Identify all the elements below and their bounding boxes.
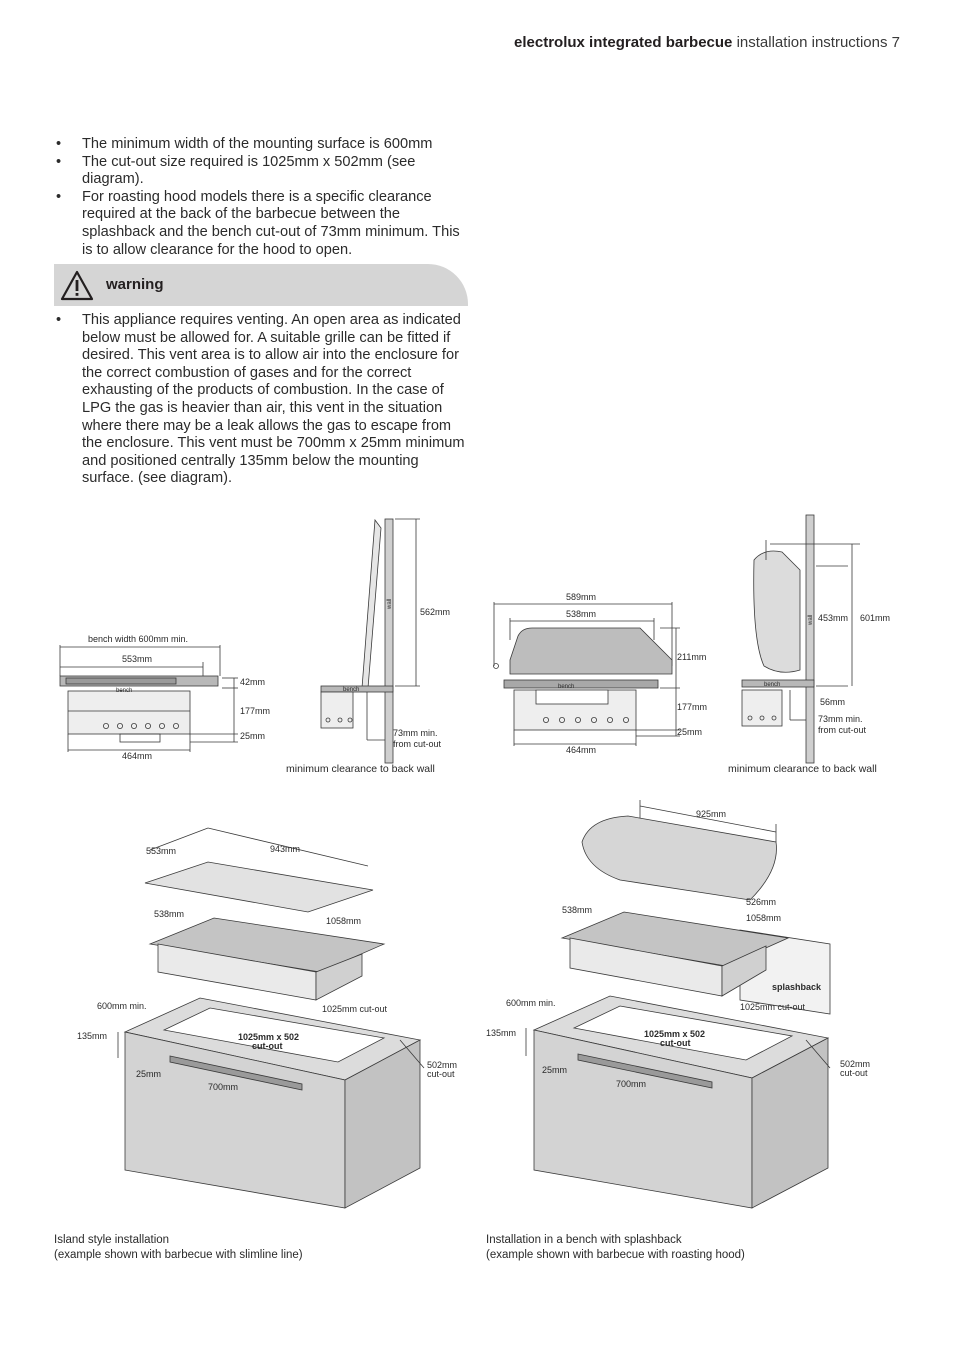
dim-bbq-538: 538mm	[562, 905, 592, 915]
diagram-hood-side	[741, 514, 860, 764]
dim-lid-943: 943mm	[270, 844, 300, 854]
bullet-item: For roasting hood models there is a spec…	[54, 189, 474, 259]
caption-clearance-left: minimum clearance to back wall	[286, 763, 435, 775]
cutout-label-line2: cut-out	[252, 1041, 283, 1051]
warning-label: warning	[106, 276, 164, 293]
warning-triangle-icon	[60, 270, 94, 301]
dim-56: 56mm	[820, 697, 845, 707]
dim-cutout-1025: 1025mm cut-out	[322, 1004, 388, 1014]
label-splashback: splashback	[772, 982, 822, 992]
dim-700: 700mm	[208, 1082, 238, 1092]
dim-453: 453mm	[818, 613, 848, 623]
dim-lid-553: 553mm	[146, 846, 176, 856]
dim-25: 25mm	[136, 1069, 161, 1079]
dim-177: 177mm	[240, 706, 270, 716]
bullet-item: The cut-out size required is 1025mm x 50…	[54, 154, 474, 189]
dim-135: 135mm	[77, 1031, 107, 1041]
dim-700: 700mm	[616, 1079, 646, 1089]
clearance-73-line1: 73mm min.	[393, 728, 438, 738]
label-wall: wall	[387, 599, 393, 610]
diagram-slimline-front	[59, 645, 238, 752]
diagram-island-installation	[117, 827, 425, 1209]
header-section: installation instructions 7	[736, 34, 900, 51]
diagram-slimline-side	[320, 518, 420, 764]
dim-464: 464mm	[122, 751, 152, 761]
dim-601: 601mm	[860, 613, 890, 623]
dim-502: 502mm	[427, 1060, 457, 1070]
header-brand: electrolux integrated barbecue	[514, 34, 733, 51]
dim-538: 538mm	[566, 609, 596, 619]
clearance-73-line2: from cut-out	[818, 725, 867, 735]
label-bench: bench	[116, 688, 132, 694]
dim-502: 502mm	[840, 1059, 870, 1069]
dim-502-cutout: cut-out	[840, 1068, 868, 1078]
clearance-73-line1: 73mm min.	[818, 714, 863, 724]
dim-211: 211mm	[677, 652, 706, 662]
diagram-bench-splashback-installation	[525, 800, 831, 1209]
dim-589: 589mm	[566, 592, 596, 602]
bullet-list-top: The minimum width of the mounting surfac…	[54, 136, 474, 259]
caption-island-line2: (example shown with barbecue with slimli…	[54, 1249, 303, 1261]
dim-177: 177mm	[677, 702, 707, 712]
dim-42: 42mm	[240, 677, 265, 687]
bullet-item: The minimum width of the mounting surfac…	[54, 136, 474, 154]
caption-bench: Installation in a bench with splashback …	[486, 1233, 745, 1263]
caption-island-line1: Island style installation	[54, 1234, 170, 1246]
cutout-label-line1: 1025mm x 502	[644, 1029, 705, 1039]
label-bench: bench	[558, 684, 574, 690]
warning-banner: warning	[54, 264, 468, 306]
label-bench: bench	[343, 687, 359, 693]
bullet-item: This appliance requires venting. An open…	[54, 312, 470, 488]
caption-clearance-right: minimum clearance to back wall	[728, 763, 877, 775]
dim-502-cutout: cut-out	[427, 1069, 455, 1079]
dim-bbq-1058: 1058mm	[746, 913, 781, 923]
dim-bench-width: bench width 600mm min.	[88, 634, 188, 644]
diagram-hood-front	[493, 602, 680, 746]
dim-hood-925: 925mm	[696, 809, 726, 819]
dim-562: 562mm	[420, 607, 450, 617]
dim-464: 464mm	[566, 745, 596, 755]
dim-hood-526: 526mm	[746, 897, 776, 907]
caption-bench-line1: Installation in a bench with splashback	[486, 1234, 682, 1246]
caption-island: Island style installation (example shown…	[54, 1233, 303, 1263]
clearance-73-line2: from cut-out	[393, 739, 442, 749]
dim-bbq-1058: 1058mm	[326, 916, 361, 926]
dim-25: 25mm	[677, 727, 702, 737]
dim-600-min: 600mm min.	[97, 1001, 147, 1011]
dim-25: 25mm	[240, 731, 265, 741]
dim-cutout-1025: 1025mm cut-out	[740, 1002, 806, 1012]
dim-bbq-538: 538mm	[154, 909, 184, 919]
label-wall: wall	[808, 615, 814, 626]
cutout-label-line1: 1025mm x 502	[238, 1032, 299, 1042]
page-header: electrolux integrated barbecue installat…	[514, 34, 900, 51]
caption-bench-line2: (example shown with barbecue with roasti…	[486, 1249, 745, 1261]
bullet-list-bottom: This appliance requires venting. An open…	[54, 312, 470, 488]
dim-25: 25mm	[542, 1065, 567, 1075]
cutout-label-line2: cut-out	[660, 1038, 691, 1048]
dim-600-min: 600mm min.	[506, 998, 556, 1008]
dim-135: 135mm	[486, 1028, 516, 1038]
dim-553: 553mm	[122, 654, 152, 664]
label-bench: bench	[764, 682, 780, 688]
